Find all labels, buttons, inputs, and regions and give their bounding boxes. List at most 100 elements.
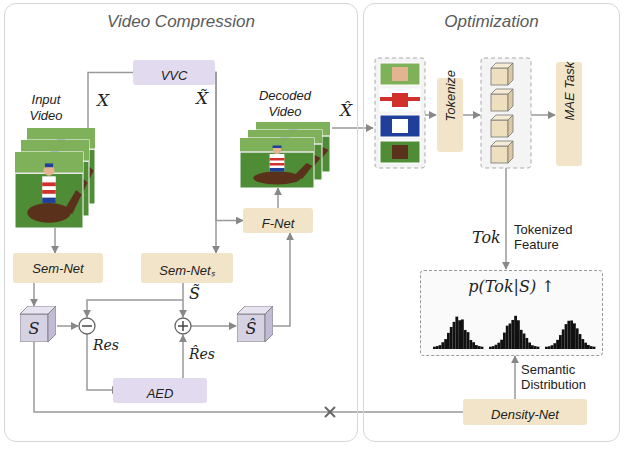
add-symbol xyxy=(175,318,191,334)
token-group xyxy=(481,58,531,168)
connector xyxy=(33,283,35,306)
histogram-bar xyxy=(453,322,456,349)
histogram-bar xyxy=(489,347,492,349)
histogram-bar xyxy=(441,342,444,349)
wire xyxy=(57,325,78,327)
histogram-bar xyxy=(503,333,506,349)
connector xyxy=(273,233,290,326)
illustration xyxy=(240,122,330,188)
feature-cube: Ŝ xyxy=(237,306,273,342)
distribution-box: p(Tok|S) ↑ xyxy=(420,270,603,356)
histogram-bar xyxy=(439,345,442,349)
rider-stripe xyxy=(270,168,285,172)
histogram-bar xyxy=(455,317,458,349)
histogram-bar xyxy=(458,320,461,349)
histogram-bar xyxy=(587,345,590,349)
node-text: MAE Task xyxy=(562,108,577,121)
histogram-bar xyxy=(553,343,556,349)
image-patch xyxy=(380,97,420,101)
image-patch xyxy=(392,145,408,159)
network-box: Tokenize xyxy=(437,78,463,152)
histogram-bar xyxy=(565,324,568,349)
rider-stripe xyxy=(42,182,56,186)
histogram-bar xyxy=(447,333,450,349)
wire xyxy=(463,114,480,116)
connector xyxy=(215,73,243,221)
rider-helmet xyxy=(273,146,282,149)
image-patch xyxy=(380,115,420,137)
codec-box: VVC xyxy=(133,60,215,85)
image-patch xyxy=(380,63,420,85)
histogram-bar xyxy=(593,347,596,349)
histogram-bar xyxy=(567,321,570,349)
histogram-bar xyxy=(556,340,559,349)
histogram-bar xyxy=(517,320,520,349)
cube-face xyxy=(237,314,265,342)
node-text: Density-Net xyxy=(463,407,587,422)
histogram-bar xyxy=(531,345,534,349)
histogram-bar xyxy=(444,339,447,349)
histogram-bar xyxy=(562,329,565,349)
rider-body xyxy=(270,154,285,171)
image-patch xyxy=(392,67,408,81)
image-patch xyxy=(392,119,408,133)
histogram-bar xyxy=(506,326,509,349)
histogram-bar xyxy=(495,345,498,349)
rider-stripe xyxy=(270,158,285,161)
node-text: Optimization xyxy=(364,12,619,32)
patch-group xyxy=(375,58,425,168)
histogram-bar xyxy=(469,340,472,349)
histogram-bar xyxy=(514,316,517,349)
math-symbol: X̂ xyxy=(340,100,352,120)
wire xyxy=(182,335,184,378)
node-text: S xyxy=(20,314,48,342)
rider-head xyxy=(273,146,281,154)
horse-body xyxy=(27,203,71,223)
node-text: Ŝ xyxy=(237,314,265,342)
section-panel: OptimizationTokenize MAE Task p(Tok|S) ↑ De… xyxy=(363,3,620,442)
connector xyxy=(277,188,279,208)
histogram-bar xyxy=(500,340,503,349)
node-text: p(Tok|S) ↑ xyxy=(421,277,602,296)
annotation: Semantic Distribution xyxy=(521,362,603,392)
math-symbol: S̃ xyxy=(189,284,200,303)
math-symbol: R̂es xyxy=(189,346,215,362)
network-box: Sem-Net xyxy=(13,253,103,283)
rider-body xyxy=(42,176,56,202)
network-box: Sem-Netₛ xyxy=(141,253,233,283)
subtract-symbol xyxy=(82,325,92,327)
math-symbol: Tok xyxy=(472,228,501,247)
image-patch xyxy=(380,141,420,163)
histogram-bar xyxy=(511,320,514,349)
histogram-bar xyxy=(528,343,531,349)
rider-stripe xyxy=(42,198,56,203)
rider-stripe xyxy=(270,163,285,166)
task-box: MAE Task xyxy=(556,62,582,166)
histogram-bar xyxy=(492,346,495,349)
wire xyxy=(87,300,183,317)
wire xyxy=(531,114,555,116)
histogram-bar xyxy=(579,334,582,349)
histogram-bar xyxy=(584,343,587,349)
video-frames: Input Video xyxy=(15,128,95,228)
histogram-bar xyxy=(497,343,500,349)
histogram-bar xyxy=(559,335,562,349)
video-frames: Decoded Video xyxy=(240,122,330,188)
histogram-bar xyxy=(551,345,554,349)
cube-face xyxy=(265,306,273,342)
histogram-bar xyxy=(481,347,484,349)
histogram-bar xyxy=(478,346,481,349)
histogram-bar xyxy=(525,338,528,349)
histogram-bar xyxy=(523,334,526,349)
illustration xyxy=(15,128,95,228)
histogram-bar xyxy=(509,323,512,349)
stop-gradient-mark xyxy=(325,407,335,417)
histogram-bar xyxy=(450,327,453,349)
math-symbol: Res xyxy=(93,337,119,353)
node-text: F-Net xyxy=(243,216,313,231)
horse-head xyxy=(295,163,313,179)
histogram-bar xyxy=(520,330,523,349)
codec-box: AED xyxy=(113,378,207,403)
node-text: VVC xyxy=(133,68,215,83)
cube-face xyxy=(491,120,508,137)
